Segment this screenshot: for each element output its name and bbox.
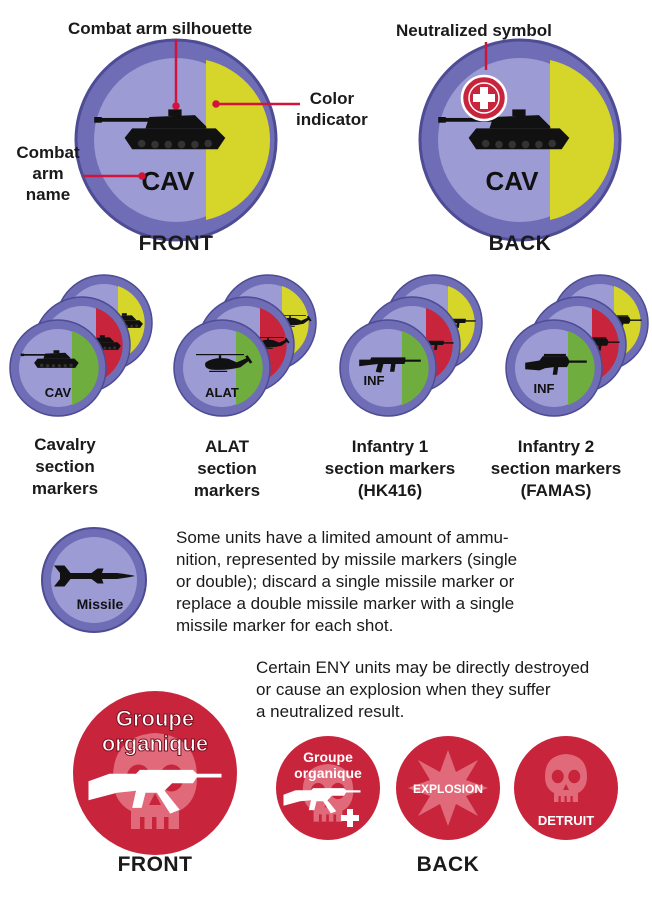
eny-back-text-2: organique	[294, 765, 362, 781]
missile-description-line2: nition, represented by missile markers (…	[176, 550, 518, 569]
back-unit-name: CAV	[486, 166, 540, 196]
eny-description-line3: a neutralized result.	[256, 702, 405, 721]
leader-lines	[84, 40, 488, 180]
cavalry-caption-line1: Cavalry	[34, 435, 96, 454]
infantry1-caption-line1: Infantry 1	[351, 437, 429, 456]
callout-color-indicator-line2: indicator	[296, 110, 368, 129]
cavalry-caption: Cavalry section markers	[10, 434, 120, 500]
top-front-label: FRONT	[138, 232, 214, 255]
callout-combat-arm-name: Combat arm name	[10, 142, 86, 205]
eny-back-groupe-token	[276, 736, 380, 840]
eny-front-token	[73, 691, 237, 855]
missile-description-line1: Some units have a limited amount of ammu…	[176, 528, 509, 547]
alat-caption-line1: ALAT	[204, 437, 250, 456]
infantry1-caption-line2: section markers	[324, 459, 456, 478]
top-back-label: BACK	[488, 232, 552, 255]
explosion-text: EXPLOSION	[413, 782, 483, 796]
detruit-text: DETRUIT	[538, 813, 594, 828]
callout-combat-arm-name-line2: arm	[32, 164, 64, 183]
callout-color-indicator: Color indicator	[296, 88, 368, 130]
color-indicator-yellow	[550, 60, 614, 220]
eny-front-label: FRONT	[117, 853, 193, 876]
cavalry-token-text: CAV	[45, 385, 72, 400]
infantry2-caption: Infantry 2 section markers (FAMAS)	[476, 436, 636, 502]
missile-description-line5: missile marker for each shot.	[176, 616, 394, 635]
alat-caption-line2: section	[197, 459, 257, 478]
color-indicator-yellow	[206, 60, 270, 220]
cavalry-stack	[9, 274, 153, 417]
eny-back-text-1: Groupe	[303, 749, 353, 765]
infantry1-caption: Infantry 1 section markers (HK416)	[310, 436, 470, 502]
callout-combat-arm-silhouette: Combat arm silhouette	[68, 19, 253, 38]
infantry2-caption-line3: (FAMAS)	[520, 481, 592, 500]
callout-neutralized-symbol: Neutralized symbol	[396, 21, 552, 40]
missile-description: Some units have a limited amount of ammu…	[176, 527, 517, 637]
alat-token-text: ALAT	[205, 385, 239, 400]
eny-description: Certain ENY units may be directly destro…	[256, 657, 589, 723]
explosion-token	[396, 736, 500, 840]
eny-front-text-2: organique	[102, 731, 208, 756]
alat-stack	[173, 274, 317, 417]
alat-caption: ALAT section markers	[172, 436, 282, 502]
neutralized-symbol-icon	[460, 74, 508, 122]
missile-token-text: Missile	[77, 596, 124, 612]
infantry2-caption-line2: section markers	[490, 459, 622, 478]
missile-description-line4: replace a double missile marker with a s…	[176, 594, 515, 613]
cavalry-caption-line3: markers	[31, 479, 99, 498]
infantry1-stack	[339, 274, 483, 417]
infantry1-caption-line3: (HK416)	[357, 481, 423, 500]
cavalry-caption-line2: section	[35, 457, 95, 476]
explosion-burst-icon	[408, 750, 488, 826]
missile-description-line3: or double); discard a single missile mar…	[176, 572, 515, 591]
eny-back-label: BACK	[416, 853, 480, 876]
infantry1-token-text: INF	[364, 373, 385, 388]
callout-combat-arm-name-line1: Combat	[16, 143, 80, 162]
eny-description-line1: Certain ENY units may be directly destro…	[256, 658, 590, 677]
neutralized-cross-icon	[341, 809, 359, 827]
alat-caption-line3: markers	[193, 481, 261, 500]
missile-token	[41, 527, 147, 633]
front-unit-name: CAV	[142, 166, 196, 196]
infantry2-caption-line1: Infantry 2	[517, 437, 595, 456]
eny-description-line2: or cause an explosion when they suffer	[256, 680, 551, 699]
infantry2-token-text: INF	[534, 381, 555, 396]
callout-color-indicator-line1: Color	[309, 89, 355, 108]
detruit-token	[514, 736, 618, 840]
callout-combat-arm-name-line3: name	[25, 185, 71, 204]
eny-front-text-1: Groupe	[116, 706, 194, 731]
infantry2-stack	[505, 274, 649, 417]
